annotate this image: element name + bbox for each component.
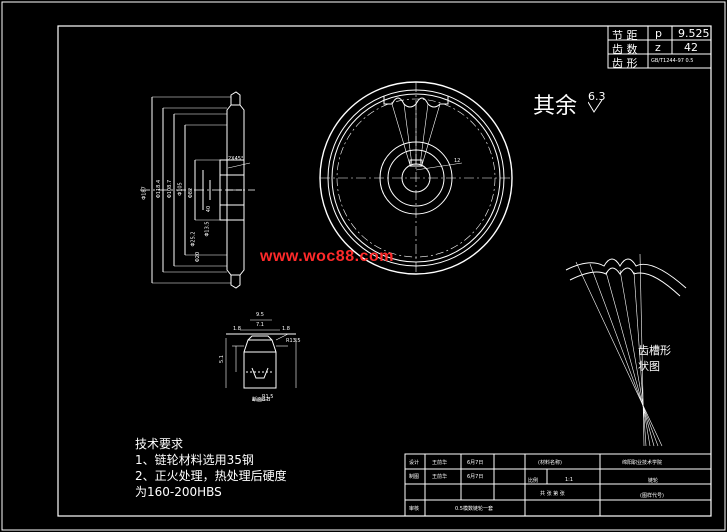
param-symbol-pitch: p	[655, 27, 662, 40]
dim-side-4: Φ105	[177, 182, 184, 196]
section-label: 断面B-B	[252, 397, 271, 403]
dim-side-7: Φ25.2	[190, 231, 197, 247]
sprocket-front-view	[319, 81, 513, 275]
parameter-table	[607, 25, 712, 69]
dim-section-7: 5.1	[218, 355, 225, 363]
tb-check-name: 王前华	[432, 474, 448, 480]
notes-title: 技术要求	[135, 437, 184, 451]
dim-section-3: 1.8	[233, 326, 241, 332]
tooth-profile-label-1: 齿槽形	[638, 344, 671, 357]
dim-side-8: Φ20	[195, 251, 202, 263]
tb-check-date: 6月7日	[467, 474, 484, 480]
tb-design-name: 王前华	[432, 460, 448, 466]
dim-side-1: Φ187	[141, 186, 148, 200]
tb-design-label: 设计	[409, 460, 420, 466]
title-block	[404, 453, 712, 517]
param-name-profile: 齿 形	[612, 57, 638, 70]
tb-check-label: 制图	[409, 474, 420, 480]
param-value-teeth: 42	[684, 41, 698, 54]
dim-side-5: Φ82	[188, 187, 195, 199]
dim-side-6: 2X45°	[228, 156, 244, 162]
tb-scale-value: 1:1	[565, 477, 574, 483]
notes-line-1: 1、链轮材料选用35钢	[135, 453, 254, 467]
tb-sheet: 共 张 第 张	[540, 491, 565, 497]
watermark: www.woc88.com	[260, 248, 394, 265]
dim-side-10: Φ13.5	[204, 221, 211, 237]
surface-finish-label: 其余	[533, 94, 578, 119]
surface-finish-value: 6.3	[588, 90, 606, 103]
tb-design-date: 6月7日	[467, 460, 484, 466]
tb-material: (材料名称)	[538, 460, 562, 466]
tb-scale-label: 比例	[528, 478, 539, 484]
param-value-profile: GB/T1244-97 0.5	[651, 58, 694, 64]
dim-section-4: 1.8	[282, 326, 290, 332]
tooth-profile-label-2: 状图	[638, 360, 660, 373]
dim-side-3: Φ108.7	[167, 179, 174, 199]
technical-notes: 技术要求 1、链轮材料选用35钢 2、正火处理，热处理后硬度 为160-200H…	[135, 436, 287, 500]
inner-frame	[57, 25, 712, 517]
tb-review-label: 审核	[409, 506, 420, 512]
dim-front-key: 12	[454, 158, 461, 164]
dim-section-1: 9.5	[256, 312, 264, 318]
param-value-pitch: 9.525	[678, 27, 710, 40]
dim-side-2: Φ118.4	[156, 179, 163, 199]
notes-line-2: 2、正火处理，热处理后硬度	[135, 469, 287, 483]
notes-line-3: 为160-200HBS	[135, 485, 222, 499]
surface-finish-symbol	[588, 100, 603, 113]
dim-section-2: 7.1	[256, 322, 264, 328]
tooth-profile-view	[565, 253, 687, 447]
dim-section-5: R1.5	[262, 394, 274, 400]
tb-remark: 0.5模数链轮一套	[455, 506, 493, 512]
section-view	[225, 319, 297, 401]
dim-section-6: R13.5	[286, 338, 301, 344]
tb-company: 绵阳职业技术学院	[622, 460, 663, 466]
tb-part-name: 链轮	[648, 478, 659, 484]
sprocket-side-view	[140, 91, 255, 289]
param-name-teeth: 齿 数	[612, 43, 638, 56]
param-name-pitch: 节 距	[612, 29, 638, 42]
tb-drawing-no: (图样代号)	[640, 493, 664, 499]
dim-side-9: 40	[206, 205, 213, 213]
param-symbol-teeth: z	[655, 41, 661, 54]
